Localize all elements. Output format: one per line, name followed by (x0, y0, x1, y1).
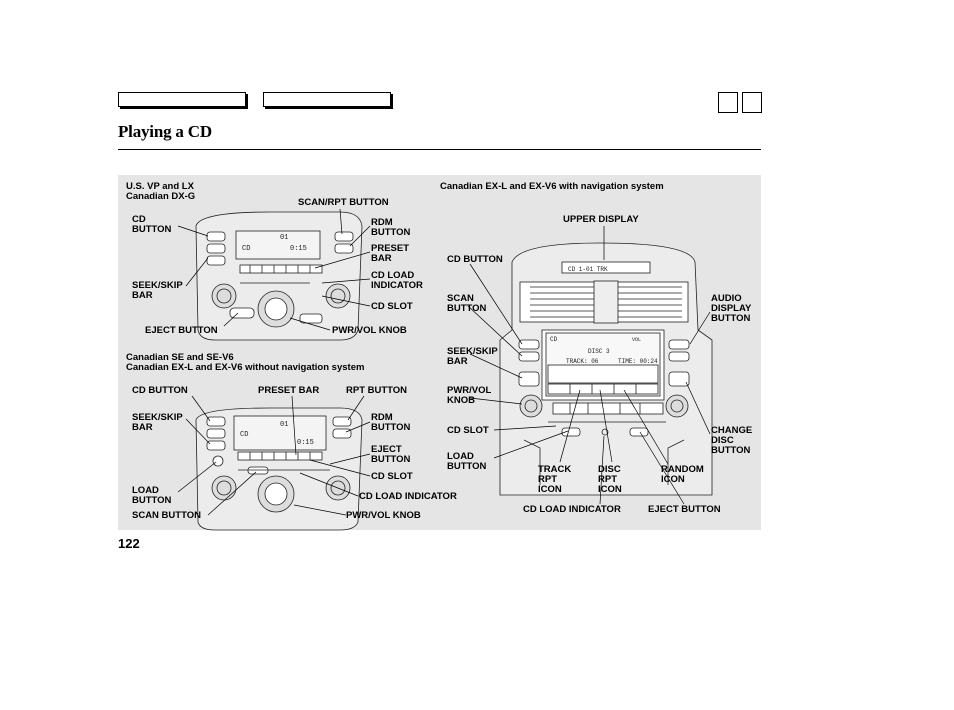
label-nav-cd-button: CD BUTTON (447, 254, 503, 265)
label-nav-eject: EJECT BUTTON (648, 504, 721, 515)
label-us-rdm: RDM BUTTON (371, 217, 411, 238)
label-se-scan: SCAN BUTTON (132, 510, 201, 521)
page-title: Playing a CD (118, 122, 212, 141)
label-se-cd-load-indicator: CD LOAD INDICATOR (359, 491, 457, 502)
se-display-time: 0:15 (297, 439, 314, 447)
nav-button-contents[interactable] (118, 92, 246, 107)
label-se-preset: PRESET BAR (258, 385, 320, 396)
label-us-cd-button: CD BUTTON (132, 214, 172, 235)
us-radio-unit (195, 211, 363, 341)
label-nav-scan: SCAN BUTTON (447, 293, 487, 314)
label-se-cd-slot: CD SLOT (371, 471, 413, 482)
label-nav-upper-display: UPPER DISPLAY (563, 214, 639, 225)
nav-display-disc: DISC 3 (588, 348, 610, 355)
se-display-track: 01 (280, 421, 288, 429)
label-se-cd-button: CD BUTTON (132, 385, 188, 396)
nav-button-index[interactable] (263, 92, 391, 107)
label-se-load: LOAD BUTTON (132, 485, 172, 506)
label-nav-audio-display: AUDIO DISPLAY BUTTON (711, 293, 752, 324)
label-se-seek: SEEK/SKIP BAR (132, 412, 183, 433)
nav-radio-unit (499, 242, 713, 496)
label-us-preset: PRESET BAR (371, 243, 410, 264)
se-radio-unit (195, 407, 363, 531)
label-nav-pwr: PWR/VOL KNOB (447, 385, 492, 406)
label-nav-cd-load-indicator: CD LOAD INDICATOR (523, 504, 621, 515)
label-se-rpt: RPT BUTTON (346, 385, 408, 396)
label-us-seek: SEEK/SKIP BAR (132, 280, 183, 301)
us-display-mode: CD (242, 245, 250, 253)
us-display-track: 01 (280, 234, 288, 242)
nav-prev-button[interactable] (718, 92, 738, 113)
us-section-heading: U.S. VP and LX Canadian DX-G (126, 181, 196, 202)
nav-next-button[interactable] (742, 92, 762, 113)
nav-display-vol: VOL (632, 337, 641, 343)
label-us-cd-load-indicator: CD LOAD INDICATOR (371, 270, 423, 291)
label-us-eject: EJECT BUTTON (145, 325, 218, 336)
label-nav-seek: SEEK/SKIP BAR (447, 346, 498, 367)
label-us-pwr: PWR/VOL KNOB (332, 325, 407, 336)
label-nav-track-rpt: TRACK RPT ICON (538, 464, 572, 495)
label-us-scan-rpt: SCAN/RPT BUTTON (298, 197, 389, 208)
label-nav-cd-slot: CD SLOT (447, 425, 489, 436)
nav-display-mode: CD (550, 336, 558, 343)
label-nav-load: LOAD BUTTON (447, 451, 487, 472)
label-nav-disc-rpt: DISC RPT ICON (598, 464, 622, 495)
label-us-cd-slot: CD SLOT (371, 301, 413, 312)
se-display-mode: CD (240, 431, 248, 439)
title-rule (118, 149, 761, 150)
se-section-heading: Canadian SE and SE-V6 Canadian EX-L and … (126, 352, 365, 373)
us-display-time: 0:15 (290, 245, 307, 253)
nav-display-time: TIME: 00:24 (618, 358, 658, 365)
nav-upper-display-text: CD 1-01 TRK (568, 266, 608, 273)
nav-section-heading: Canadian EX-L and EX-V6 with navigation … (440, 181, 664, 192)
label-se-eject: EJECT BUTTON (371, 444, 411, 465)
label-nav-change-disc: CHANGE DISC BUTTON (711, 425, 753, 456)
page-number: 122 (118, 536, 140, 551)
nav-display-track: TRACK: 06 (566, 358, 599, 365)
label-se-rdm: RDM BUTTON (371, 412, 411, 433)
label-se-pwr: PWR/VOL KNOB (346, 510, 421, 521)
label-nav-random: RANDOM ICON (661, 464, 704, 485)
